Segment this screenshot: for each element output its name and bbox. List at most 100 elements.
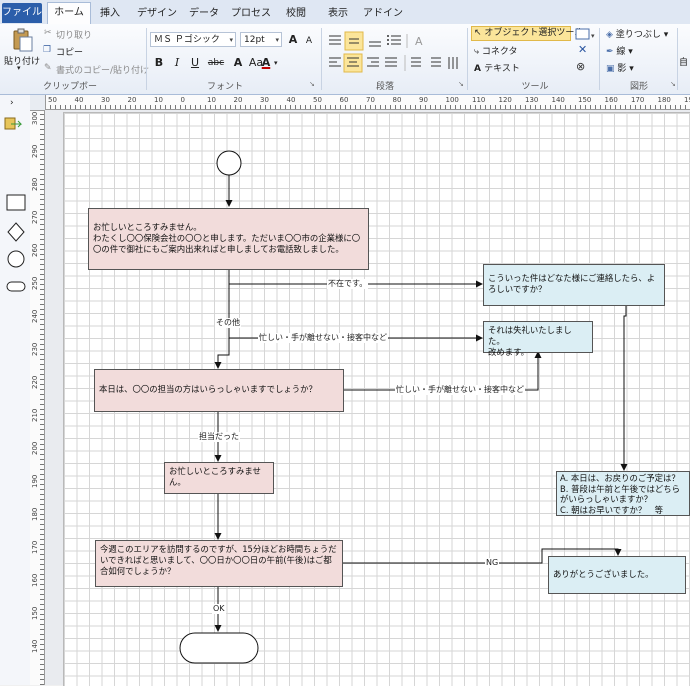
strikethrough-button[interactable]: abc [207,58,225,68]
pointer-tool-label: オブジェクト選択ツール [484,28,584,38]
text-tool-button[interactable]: A テキスト [474,61,520,74]
flow-box-schedule-questions[interactable]: A. 本日は、お戻りのご予定は？ B. 普段は午前と午後ではどちらがいらっしゃい… [556,471,690,516]
flow-box-greeting[interactable]: お忙しいところすみません。 わたくし〇〇保険会社の〇〇と申します。ただいま〇〇市… [88,208,369,270]
dialog-launcher-icon[interactable]: ↘ [670,80,676,88]
tab-insert[interactable]: 挿入 [100,8,120,19]
ruler-tick-label: 90 [419,96,428,104]
cut-button[interactable]: 切り取り [56,31,93,41]
connector-tool-button[interactable]: ⤷ コネクタ [474,44,518,57]
flow-box-who-to-contact[interactable]: こういった件はどなた様にご連絡したら、よろしいですか？ [483,264,665,306]
text-tool-icon: A [474,64,485,74]
paste-icon[interactable] [6,28,36,54]
flow-box-sorry[interactable]: それは失礼いたしました。 改めます。 [483,321,593,357]
cut-icon[interactable]: ✂ [44,28,52,38]
flow-box-apology[interactable]: お忙しいところすみません。 [164,462,274,494]
underline-button[interactable]: U [190,56,200,69]
shadow-icon: ▣ [606,64,618,74]
fill-button[interactable]: ◈ 塗りつぶし ▾ [606,27,668,40]
dialog-launcher-icon[interactable]: ↘ [309,80,315,88]
paste-dropdown-icon[interactable]: ▾ [17,64,21,72]
font-color-button[interactable]: A [261,56,271,69]
fill-label: 塗りつぶし [615,30,661,40]
tab-design[interactable]: デザイン [137,8,177,19]
arrange-button[interactable]: 自 [679,58,689,68]
circle-shape-icon [7,250,25,268]
rectangle-tool-icon[interactable]: ▾ [575,28,597,42]
ruler-corner [30,95,46,111]
tab-home[interactable]: ホーム [47,2,91,25]
bold-button[interactable]: B [154,56,164,69]
ruler-tick-label: 110 [472,96,486,104]
group-divider [677,28,678,90]
ruler-tick-label: 50 [48,96,57,104]
paragraph-justify-row [325,53,465,73]
tab-process[interactable]: プロセス [231,8,271,19]
flow-box-thanks[interactable]: ありがとうございました。 [548,556,686,594]
format-painter-icon[interactable]: ✎ [44,63,52,73]
paragraph-align-row: A [325,30,435,52]
ruler-tick-label: 180 [657,96,671,104]
ruler-tick-label: 10 [207,96,216,104]
tools-group-label: ツール [521,82,549,92]
grow-font-icon[interactable]: A [288,33,298,46]
text-tool-label: テキスト [484,64,520,74]
chevron-down-icon: ▾ [275,36,279,44]
ruler-tick-label: 40 [286,96,296,104]
connector-label-in-charge: 担当だった [198,432,240,442]
ruler-tick-label: 30 [101,96,110,104]
font-color-dropdown-icon[interactable]: ▾ [274,59,278,67]
svg-text:▾: ▾ [591,32,595,40]
pointer-tool-button[interactable]: ↖ オブジェクト選択ツール [471,26,583,41]
shadow-button[interactable]: ▣ 影 ▾ [606,61,634,74]
ruler-tick-label: 170 [631,96,645,104]
chevron-down-icon: ▾ [229,36,233,44]
connector-tool-label: コネクタ [481,47,518,57]
copy-icon[interactable]: ❐ [43,45,52,55]
connector-label-ng: NG [485,558,500,568]
format-painter-button[interactable]: 書式のコピー/貼り付け [56,66,150,76]
connector-label-ok: OK [212,604,226,614]
ruler-tick-label: 30 [260,96,269,104]
flow-box-ask-person[interactable]: 本日は、〇〇の担当の方はいらっしゃいますでしょうか？ [94,369,344,412]
ruler-tick-label: 50 [313,96,322,104]
connector-box5-box7 [620,306,628,471]
tab-review[interactable]: 校閲 [286,8,306,19]
terminator-shape-icon [6,281,26,292]
copy-button[interactable]: コピー [56,48,84,58]
fill-bucket-icon: ◈ [606,30,616,40]
chevron-down-icon: ▾ [626,64,634,74]
vertical-ruler [30,109,45,685]
connector-box4-ng [343,548,622,564]
tab-view[interactable]: 表示 [328,8,348,19]
font-effects-icon[interactable]: A [233,56,243,69]
connection-point-icon[interactable]: ⊗ [576,60,586,73]
dialog-launcher-icon[interactable]: ↘ [458,80,464,88]
ruler-tick-label: 160 [604,96,618,104]
ruler-tick-label: 60 [339,96,349,104]
font-name-combo[interactable]: ＭＳ Ｐゴシック ▾ [150,32,236,47]
tab-data[interactable]: データ [189,8,219,19]
start-circle [216,150,242,176]
panel-expand-icon[interactable]: › [10,98,14,108]
tab-addin[interactable]: アドイン [363,8,403,19]
stencil-icon[interactable] [3,116,27,132]
tab-file[interactable]: ファイル [2,3,42,23]
line-button[interactable]: ✒ 線 ▾ [606,44,633,57]
ruler-tick-label: 20 [233,96,243,104]
connector-label-other: その他 [215,318,241,328]
ruler-tick-label: 100 [445,96,459,104]
italic-button[interactable]: I [174,56,180,69]
shrink-font-icon[interactable]: A [305,36,313,46]
chevron-down-icon: ▾ [660,30,669,40]
change-case-button[interactable]: Aa [248,56,264,69]
group-divider [321,28,322,90]
ruler-tick-label: 120 [498,96,512,104]
paste-button[interactable]: 貼り付け [4,57,41,67]
chevron-down-icon: ▾ [625,47,633,57]
font-name-value: ＭＳ Ｐゴシック [154,35,220,45]
flow-box-appointment[interactable]: 今週このエリアを訪問するのですが、15分ほどお時間ちょうだいできればと思いまして… [95,540,343,587]
font-size-combo[interactable]: 12pt▾ [240,32,282,47]
ruler-tick-label: 80 [392,96,402,104]
paragraph-group-label: 段落 [375,82,394,92]
close-icon[interactable]: ✕ [578,43,588,56]
